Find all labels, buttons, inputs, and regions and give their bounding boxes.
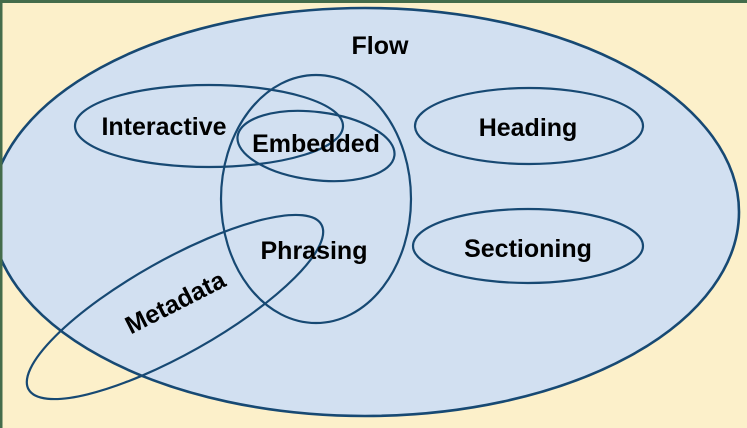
interactive-label: Interactive	[101, 113, 226, 141]
sectioning-label: Sectioning	[464, 235, 592, 263]
phrasing-ellipse	[219, 73, 413, 325]
frame-border-top	[0, 0, 747, 3]
heading-ellipse	[413, 86, 645, 166]
flow-label: Flow	[352, 32, 409, 60]
metadata-ellipse	[25, 213, 325, 401]
frame-border-left	[0, 0, 3, 428]
flow-ellipse	[0, 6, 741, 418]
embedded-ellipse	[236, 109, 396, 183]
embedded-label: Embedded	[252, 130, 380, 158]
interactive-ellipse	[73, 83, 345, 169]
sectioning-ellipse	[411, 207, 645, 285]
phrasing-label: Phrasing	[261, 237, 368, 265]
heading-label: Heading	[479, 114, 578, 142]
